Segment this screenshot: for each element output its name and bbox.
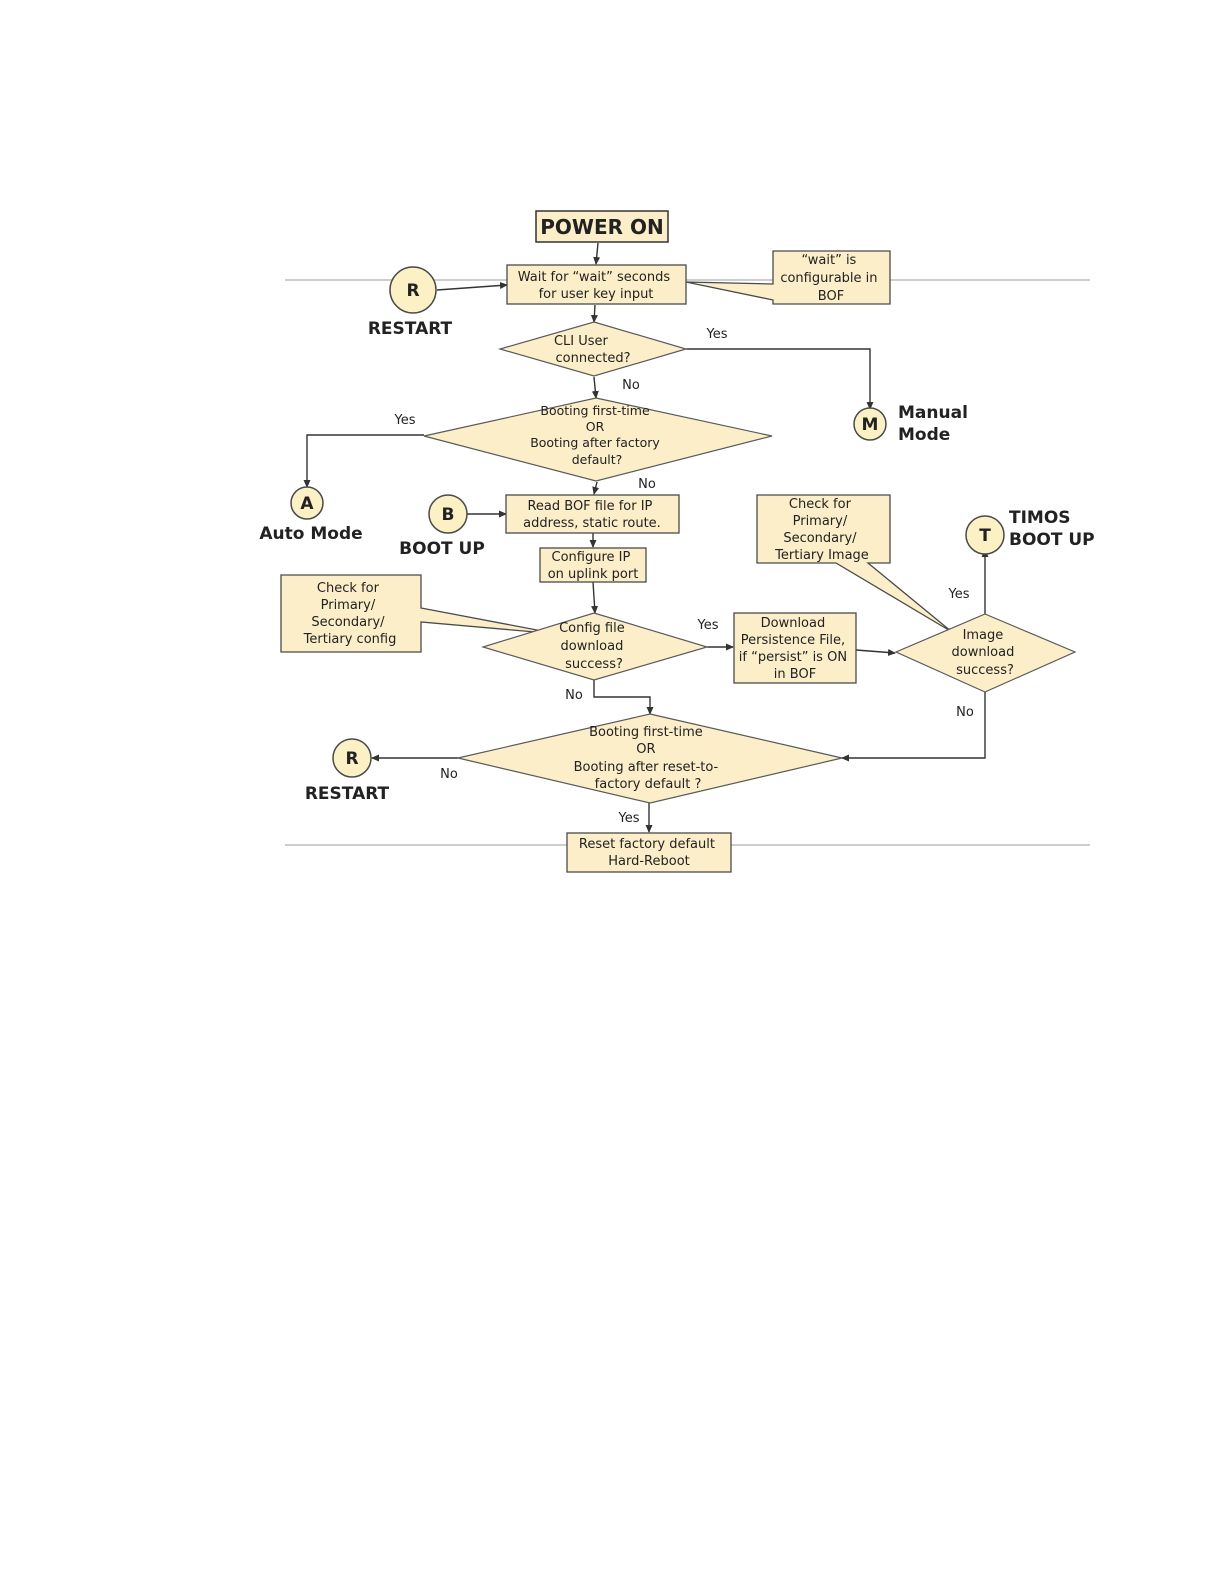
reset-no-label: No (440, 767, 458, 782)
wait-note-text: “wait” is configurable in BOF (780, 253, 881, 304)
restart-connector-bottom: R RESTART (305, 738, 390, 804)
manual-mode-connector: M Manual Mode (853, 403, 974, 445)
image-yes-label: Yes (948, 587, 970, 602)
config-yes-label: Yes (697, 618, 719, 633)
config-download-diamond: Config file download success? (480, 612, 710, 681)
boot-up-connector: B BOOT UP (399, 494, 485, 559)
edge-power-to-wait (593, 242, 601, 265)
restart-connector-top: R RESTART (368, 266, 453, 339)
edge-wait-to-cli (590, 304, 598, 323)
booting-first-diamond: Booting first-time OR Booting after fact… (423, 397, 773, 482)
auto-label: Auto Mode (259, 524, 362, 544)
boot-no-label: No (638, 477, 656, 492)
timos-letter: T (979, 526, 991, 546)
edge-cli-yes-manual (686, 348, 874, 410)
cli-user-text: CLI User connected? (554, 334, 631, 366)
edge-boot-no-read (592, 481, 600, 495)
booting-reset-text: Booting first-time OR Booting after rese… (574, 725, 723, 792)
timos-label: TIMOS BOOT UP (1009, 508, 1095, 550)
read-bof-box: Read BOF file for IP address, static rou… (505, 494, 680, 534)
flow-edges (303, 242, 989, 833)
edge-config-no-reset (593, 680, 654, 715)
reset-factory-box: Reset factory default Hard-Reboot (566, 832, 732, 873)
edge-image-no-reset (841, 692, 986, 762)
wait-text: Wait for “wait” seconds for user key inp… (518, 270, 675, 302)
restart-bottom-letter: R (345, 749, 358, 769)
edge-cli-no-boot (591, 376, 599, 399)
booting-reset-diamond: Booting first-time OR Booting after rese… (457, 713, 843, 804)
manual-label: Manual Mode (898, 403, 974, 445)
timos-connector: T TIMOS BOOT UP (965, 508, 1095, 555)
reset-yes-label: Yes (618, 811, 640, 826)
cli-user-diamond: CLI User connected? (497, 321, 689, 377)
callout-wait-note: “wait” is configurable in BOF (685, 250, 891, 305)
callout-check-image: Check for Primary/ Secondary/ Tertiary I… (756, 494, 953, 633)
check-image-text: Check for Primary/ Secondary/ Tertiary I… (774, 497, 869, 563)
edge-labels: Yes No Yes No Yes No Yes No No Yes (394, 327, 974, 826)
image-no-label: No (956, 705, 974, 720)
check-config-text: Check for Primary/ Secondary/ Tertiary c… (303, 581, 397, 647)
configure-ip-text: Configure IP on uplink port (548, 550, 639, 582)
boot-yes-label: Yes (394, 413, 416, 428)
edge-config-to-download (591, 581, 599, 614)
boot-up-label: BOOT UP (399, 539, 485, 559)
boot-up-letter: B (442, 505, 455, 525)
edge-boot-yes-auto (303, 434, 424, 488)
auto-mode-connector: A Auto Mode (259, 486, 363, 544)
edge-persist-to-image (855, 648, 896, 656)
reset-factory-text: Reset factory default Hard-Reboot (579, 837, 719, 869)
wait-box: Wait for “wait” seconds for user key inp… (506, 264, 687, 305)
download-persistence-text: Download Persistence File, if “persist” … (739, 616, 851, 682)
power-on-box: POWER ON (535, 210, 669, 243)
configure-ip-box: Configure IP on uplink port (539, 547, 647, 583)
download-persistence-box: Download Persistence File, if “persist” … (733, 612, 857, 684)
image-download-text: Image download success? (951, 628, 1018, 678)
restart-bottom-label: RESTART (305, 784, 390, 804)
manual-letter: M (862, 415, 879, 435)
edge-restart-to-wait (436, 282, 508, 291)
restart-top-letter: R (406, 281, 419, 301)
booting-first-text: Booting first-time OR Booting after fact… (530, 403, 664, 467)
callout-check-config: Check for Primary/ Secondary/ Tertiary c… (280, 574, 559, 653)
config-no-label: No (565, 688, 583, 703)
image-download-diamond: Image download success? (894, 613, 1077, 693)
config-download-text: Config file download success? (559, 621, 629, 672)
restart-top-label: RESTART (368, 319, 453, 339)
power-on-label: POWER ON (540, 215, 664, 239)
cli-no-label: No (622, 378, 640, 393)
auto-letter: A (300, 494, 314, 514)
cli-yes-label: Yes (706, 327, 728, 342)
read-bof-text: Read BOF file for IP address, static rou… (523, 499, 661, 531)
